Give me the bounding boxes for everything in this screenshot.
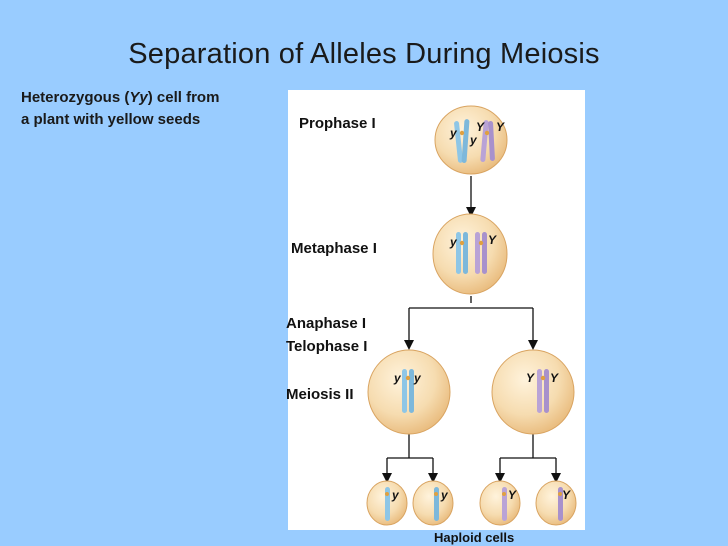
stage-label-metaphase: Metaphase I (291, 240, 377, 257)
allele-label: y (469, 133, 478, 147)
allele-label: Y (476, 120, 485, 134)
haploid-cell-3: Y (479, 480, 521, 526)
stage-label-prophase: Prophase I (299, 115, 376, 132)
allele-label: Y (496, 120, 505, 134)
intro-line-1: Heterozygous (Yy) cell from (21, 89, 220, 106)
cell-metaphase-body (432, 213, 508, 295)
cell-daughter-dominant-body (491, 349, 575, 435)
cell-metaphase: y Y (432, 213, 508, 295)
allele-label: Y (526, 371, 535, 385)
stage-label-anaphase: Anaphase I (286, 315, 367, 332)
allele-label: Y (508, 488, 517, 502)
allele-label: y (413, 371, 422, 385)
cell-prophase: y y Y Y (434, 105, 508, 175)
allele-label: y (449, 126, 458, 140)
allele-label: y (440, 488, 449, 502)
stage-label-meiosis-ii: Meiosis II (286, 386, 354, 403)
haploid-cell-2: y (412, 480, 454, 526)
haploid-cell-4: Y (535, 480, 577, 526)
intro-text: Heterozygous (Yy) cell from a plant with… (21, 87, 281, 131)
allele-label: y (449, 235, 458, 249)
chromosome-pair-blue (454, 119, 470, 163)
slide-title: Separation of Alleles During Meiosis (128, 38, 600, 70)
genotype-text: Yy (129, 89, 148, 106)
chromosome-pair-purple (480, 120, 495, 162)
stage-label-telophase: Telophase I (286, 338, 368, 355)
chromosome-pair-blue (456, 232, 468, 274)
allele-label: y (393, 371, 402, 385)
cell-daughter-dominant: Y Y (491, 349, 575, 435)
chromosome-pair-purple (475, 232, 487, 274)
intro-line-2: a plant with yellow seeds (21, 111, 201, 128)
haploid-cells-label: Haploid cells (434, 530, 515, 545)
haploid-cell-1: y (366, 480, 408, 526)
diagram-panel (288, 90, 585, 530)
allele-label: y (391, 488, 400, 502)
allele-label: Y (562, 488, 571, 502)
allele-label: Y (550, 371, 559, 385)
cell-daughter-recessive: y y (367, 349, 451, 435)
allele-label: Y (488, 233, 497, 247)
connector-arrows (382, 176, 561, 483)
